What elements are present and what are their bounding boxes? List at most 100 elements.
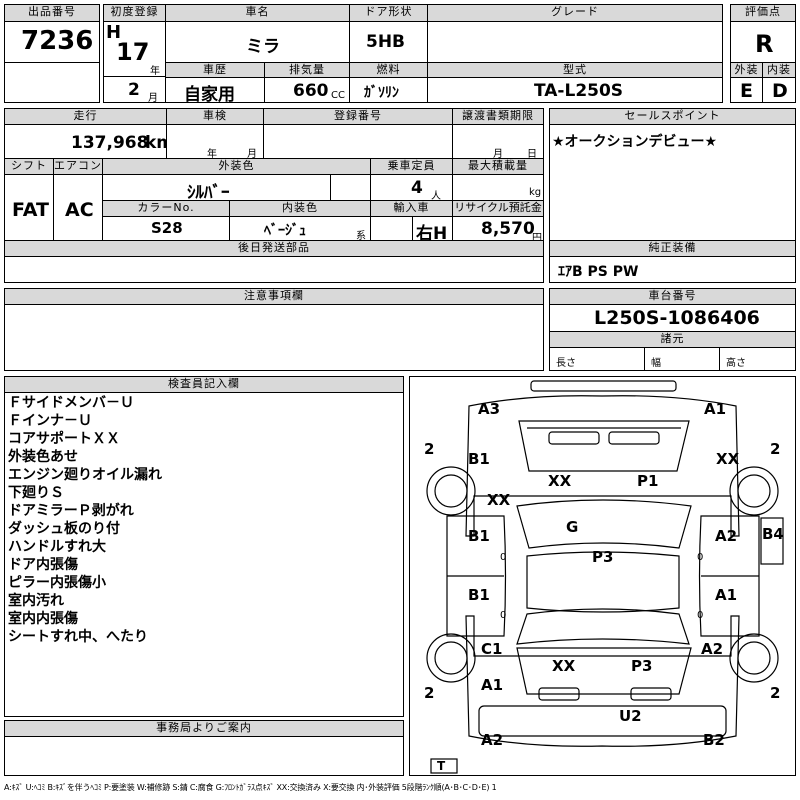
inspector-note: 下廻りＳ [8,485,64,501]
inspector-note: コアサポートＸＸ [8,431,120,447]
interior-cell: D [762,77,796,103]
zero-mark-r1: 0 [697,552,704,563]
car-name-cell: ミラ [165,21,350,63]
inspection-year-unit: 年 [207,149,217,160]
inspector-note: ハンドルすれ大 [8,539,106,555]
mark-a1-rl: A1 [481,676,504,694]
displacement-value: 660 [293,81,329,101]
year-unit: 年 [150,66,160,77]
year-value: 17 [116,38,150,66]
inspector-note: シートすれ中、へたり [8,629,148,645]
lot-no-header: 出品番号 [4,4,100,22]
cc-unit: CC [331,90,345,101]
mark-a2-door-r: A2 [715,527,738,545]
later-parts-cell [4,256,544,283]
inspector-cell [4,392,404,717]
mark-xx-trunk: XX [552,657,576,675]
max-load-header: 最大積載量 [452,158,544,175]
first-reg-header: 初度登録 [103,4,166,22]
reg-no-cell [263,124,453,159]
width-label: 幅 [651,358,661,369]
tire-rr: 2 [770,684,781,702]
aircon-header: エアコン [53,158,103,175]
fuel-value: ｶﾞｿﾘﾝ [364,85,399,101]
inspector-note: Ｆサイドメンバ－Ｕ [8,395,134,411]
ext-color-blank-cell [330,174,371,201]
int-color-header: 内装色 [229,200,371,217]
exterior-cell: E [730,77,763,103]
genuine-equip-cell: ｴｱB PS PW [549,256,796,283]
first-reg-year-cell: H 17 年 [103,21,166,77]
office-cell [4,736,404,776]
mark-b1-door-l: B1 [468,527,490,545]
import-value: 右H [416,224,448,244]
mark-a2-bumper: A2 [481,731,504,749]
lot-no-cell: 7236 [4,21,100,63]
mileage-cell: 137,968 km [4,124,174,159]
capacity-cell: 4 人 [370,174,453,202]
shaken-type-header: 車歴 [165,62,265,78]
month-unit: 月 [148,93,158,104]
inspector-note: ピラー内張傷小 [8,575,106,591]
transfer-month-unit: 月 [493,149,503,160]
interior-header: 内装 [762,62,796,78]
car-name-value: ミラ [246,37,280,57]
int-color-unit: 系 [356,231,366,242]
height-label: 高さ [726,358,746,369]
recycle-value: 8,570 [481,219,535,239]
mark-a2-rr: A2 [701,640,724,658]
ext-color-header: 外装色 [102,158,371,175]
int-color-cell: ﾍﾞｰｼﾞｭ 系 [229,216,371,242]
max-load-cell: kg [452,174,544,201]
dimensions-header: 諸元 [549,331,796,348]
mark-xx-fl: XX [487,491,511,509]
door-value: 5HB [366,32,406,52]
caution-header: 注意事項欄 [4,288,544,305]
aircon-cell: AC [53,174,103,241]
import-header: 輸入車 [370,200,453,217]
model-cell: TA-L250S [427,77,723,103]
mark-p3-trunk: P3 [631,657,653,675]
zero-mark-l1: 0 [500,552,507,563]
aircon-value: AC [65,199,94,221]
mark-a3: A3 [478,400,501,418]
mark-xx-fr: XX [716,450,740,468]
legend: A:ｷｽﾞ U:ﾍｺﾐ B:ｷｽﾞを伴うﾍｺﾐ P:要塗装 W:補修跡 S:錆 … [4,783,497,792]
zero-mark-r2: 0 [697,610,704,621]
tire-fr: 2 [770,440,781,458]
inspection-cell: 年 月 [166,124,264,160]
color-no-cell: S28 [102,216,230,241]
shift-header: シフト [4,158,54,175]
ext-color-value: ｼﾙﾊﾞｰ [187,183,230,203]
transfer-deadline-header: 譲渡書類期限 [452,108,544,125]
ext-color-cell: ｼﾙﾊﾞｰ [102,174,331,203]
era-value: H [106,22,122,43]
shaken-type-cell: 自家用 [165,77,265,105]
first-reg-month-cell: 2 月 [103,76,166,104]
tire-rl: 2 [424,684,435,702]
chassis-no-header: 車台番号 [549,288,796,305]
exterior-value: E [740,80,753,102]
max-load-unit: kg [529,187,542,198]
lot-no-blank-cell [4,62,100,103]
mileage-value: 137,968 [71,133,149,153]
mark-g-glass: G [566,518,579,536]
recycle-header: リサイクル預託金 [452,200,544,217]
displacement-header: 排気量 [264,62,350,78]
transfer-deadline-cell: 月 日 [452,124,544,160]
door-cell: 5HB [349,21,428,63]
displacement-cell: 660 CC [264,77,350,103]
grade-header: グレード [427,4,723,22]
mark-xx-hood: XX [548,472,572,490]
mark-b1-fl: B1 [468,450,490,468]
capacity-unit: 人 [431,191,441,202]
inspector-note: ドアミラーＰ剥がれ [8,503,134,519]
inspector-note: ドア内張傷 [8,557,78,573]
spare-tire-mark: T [437,759,446,773]
inspector-note: 室内内張傷 [8,611,78,627]
mark-a1-door-rr: A1 [715,586,738,604]
genuine-equip-header: 純正装備 [549,240,796,257]
length-cell: 長さ [549,347,645,371]
inspection-month-unit: 月 [247,149,257,160]
inspector-note: Ｆインナ－Ｕ [8,413,92,429]
